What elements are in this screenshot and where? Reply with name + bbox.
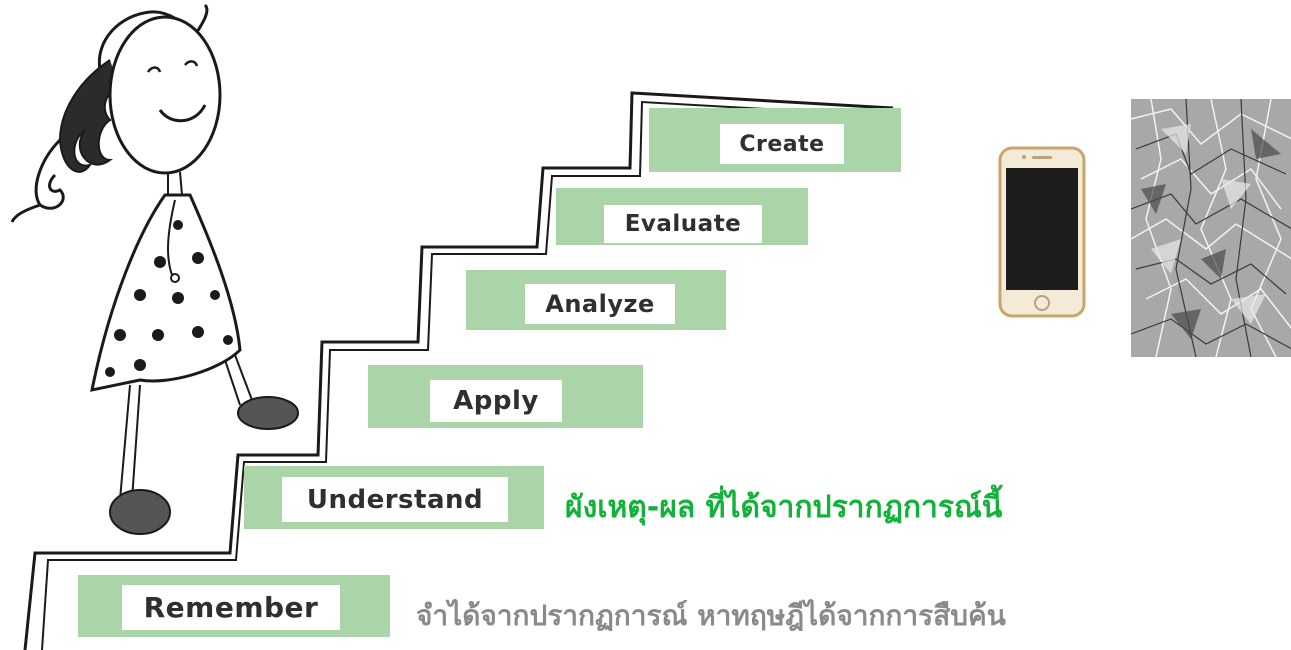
smartphone-icon [998, 146, 1086, 318]
step-label-understand: Understand [282, 477, 508, 522]
caption-remember-note: จำได้จากปรากฏการณ์ หาทฤษฎีได้จากการสืบค้… [416, 599, 1006, 632]
step-label-apply: Apply [430, 380, 562, 422]
step-label-create: Create [720, 124, 844, 164]
crumpled-foil-image [1131, 99, 1291, 357]
girl-climbing-stairs-illustration [10, 3, 299, 535]
step-label-remember: Remember [122, 585, 340, 630]
caption-cause-effect: ผังเหตุ-ผล ที่ได้จากปรากฏการณ์นี้ [565, 490, 1003, 525]
step-label-analyze: Analyze [525, 284, 675, 324]
step-label-evaluate: Evaluate [604, 205, 762, 243]
